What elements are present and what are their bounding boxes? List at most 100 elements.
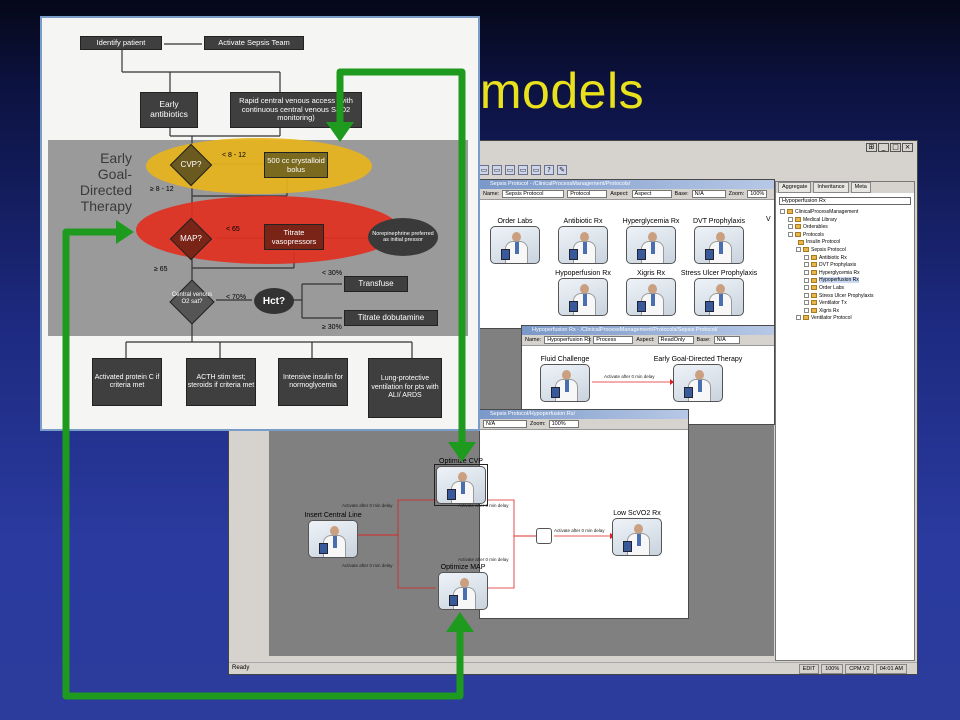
folder-icon <box>811 307 817 313</box>
zoom-select[interactable]: 100% <box>548 420 579 428</box>
tab-inheritance[interactable]: Inheritance <box>813 182 849 193</box>
status-mode: EDIT <box>798 664 820 674</box>
tree-item[interactable]: Order Labs <box>780 285 914 293</box>
minimize-icon[interactable]: _ <box>878 143 889 152</box>
folder-icon <box>798 239 804 245</box>
tree-item[interactable]: Protocols <box>780 232 914 240</box>
node-optimize-map[interactable]: Optimize MAP <box>438 564 488 610</box>
base-field[interactable]: N/A <box>713 336 740 344</box>
open-icon[interactable]: ▭ <box>492 165 502 175</box>
map-low-label: < 65 <box>226 226 240 233</box>
egdt-label: Early Goal-Directed Therapy <box>79 150 132 214</box>
node-hypoperfusion-rx[interactable]: Hypoperfusion Rx <box>555 270 611 316</box>
type-field[interactable]: Protocol <box>567 190 608 198</box>
name-field[interactable]: Hypoperfusion Rx <box>544 336 591 344</box>
folder-icon <box>811 269 817 275</box>
window-icon[interactable]: ▭ <box>518 165 528 175</box>
base-field[interactable]: N/A <box>691 190 726 198</box>
window-title: Sepsis Protocol - /ClinicalProcessManage… <box>480 180 774 189</box>
help-icon[interactable]: ? <box>544 165 554 175</box>
tree-item[interactable]: Sepsis Protocol <box>780 247 914 255</box>
tree-item[interactable]: Antibiotic Rx <box>780 255 914 263</box>
physician-icon <box>626 226 676 264</box>
status-time: 04:01 AM <box>875 664 907 674</box>
hct-node: Hct? <box>254 288 294 314</box>
node-stress-ulcer-prophylaxis[interactable]: Stress Ulcer Prophylaxis <box>681 270 757 316</box>
node-dvt-prophylaxis[interactable]: DVT Prophylaxis <box>693 218 745 264</box>
properties-bar: Name: Hypoperfusion Rx Process Aspect: R… <box>522 335 774 346</box>
titrate-dobutamine-box: Titrate dobutamine <box>344 310 438 326</box>
activate-team-box: Activate Sepsis Team <box>204 36 304 50</box>
tree-item[interactable]: Orderables <box>780 224 914 232</box>
folder-icon <box>811 277 817 283</box>
scvo2-low-label: < 70% <box>226 294 247 301</box>
tree-item[interactable]: ClinicalProcessManagement <box>780 209 914 217</box>
tree-item[interactable]: Ventilator Tx <box>780 300 914 308</box>
status-version: CPM.V2 <box>845 664 874 674</box>
tree-item[interactable]: Ventilator Protocol <box>780 315 914 323</box>
object-selector[interactable]: Hypoperfusion Rx <box>779 197 911 205</box>
name-label: Name: <box>525 337 542 343</box>
folder-icon <box>803 247 809 253</box>
hct-low-label: < 30% <box>322 270 343 277</box>
node-insert-central-line[interactable]: Insert Central Line <box>304 512 362 558</box>
aspect-label: Aspect: <box>636 337 655 343</box>
edge-label: Activate after 0 min delay <box>604 374 655 379</box>
folder-icon <box>795 224 801 230</box>
save-icon[interactable]: ▭ <box>505 165 515 175</box>
edge-label: Activate after 0 min delay <box>458 557 509 562</box>
window-icon[interactable]: ▭ <box>531 165 541 175</box>
properties-bar: N/A Zoom: 100% <box>480 419 688 430</box>
physician-icon <box>694 226 744 264</box>
tree-item[interactable]: Hypoperfusion Rx <box>780 277 914 285</box>
panel-tabs: Aggregate Inheritance Meta <box>776 182 914 193</box>
base-field[interactable]: N/A <box>483 420 527 428</box>
tab-meta[interactable]: Meta <box>850 182 871 193</box>
type-field[interactable]: Process <box>593 336 634 344</box>
tree-item[interactable]: Xigris Rx <box>780 308 914 316</box>
restore-icon[interactable]: ⊞ <box>866 143 877 152</box>
folder-icon <box>803 315 809 321</box>
toolbar: ▭ ▭ ▭ ▭ ▭ ? ✎ <box>479 163 567 177</box>
tab-aggregate[interactable]: Aggregate <box>778 182 812 193</box>
cvp-ok-label: ≥ 8 - 12 <box>150 186 174 193</box>
node-optimize-cvp[interactable]: Optimize CVP <box>434 458 488 506</box>
norepinephrine-note: Norepinephrine preferred as initial pres… <box>368 218 438 256</box>
early-antibiotics-box: Early antibiotics <box>140 92 198 128</box>
aspect-select[interactable]: Aspect <box>631 190 672 198</box>
zoom-select[interactable]: 100% <box>747 190 768 198</box>
run-icon[interactable]: ✎ <box>557 165 567 175</box>
physician-icon <box>694 278 744 316</box>
tree-item[interactable]: Insulin Protocol <box>780 239 914 247</box>
tree-item[interactable]: Stress Ulcer Prophylaxis <box>780 293 914 301</box>
node-order-labs[interactable]: Order Labs <box>490 218 540 264</box>
node-early-goal-directed-therapy[interactable]: Early Goal-Directed Therapy <box>654 356 742 402</box>
tree-item[interactable]: Hyperglycemia Rx <box>780 270 914 278</box>
hct-ok-label: ≥ 30% <box>322 324 342 331</box>
zoom-label: Zoom: <box>530 421 546 427</box>
join-gate-icon[interactable] <box>536 528 552 544</box>
tree-item[interactable]: Medical Library <box>780 217 914 225</box>
node-hyperglycemia-rx[interactable]: Hyperglycemia Rx <box>623 218 679 264</box>
edge-label: Activate after 0 min delay <box>342 563 393 568</box>
node-low-scvo2-rx[interactable]: Low ScVO2 Rx <box>612 510 662 556</box>
edge-arrow <box>592 379 674 385</box>
tree-item[interactable]: DVT Prophylaxis <box>780 262 914 270</box>
folder-icon <box>811 300 817 306</box>
explorer-panel: Aggregate Inheritance Meta Hypoperfusion… <box>775 181 915 661</box>
map-ok-label: ≥ 65 <box>154 266 168 273</box>
properties-bar: Name: Sepsis Protocol Protocol Aspect: A… <box>480 189 774 200</box>
maximize-icon[interactable]: □ <box>890 143 901 152</box>
node-fluid-challenge[interactable]: Fluid Challenge <box>540 356 590 402</box>
status-ready: Ready <box>232 665 250 671</box>
node-xigris-rx[interactable]: Xigris Rx <box>626 270 676 316</box>
name-field[interactable]: Sepsis Protocol <box>502 190 565 198</box>
titrate-vasopressors-box: Titrate vasopressors <box>264 224 324 250</box>
edge-label: Activate after 0 min delay <box>458 503 509 508</box>
node-antibiotic-rx[interactable]: Antibiotic Rx <box>558 218 608 264</box>
physician-icon <box>490 226 540 264</box>
close-icon[interactable]: × <box>902 143 913 152</box>
window-title: Hypoperfusion Rx - /ClinicalProcessManag… <box>522 326 774 335</box>
selector-value: Hypoperfusion Rx <box>782 198 826 204</box>
aspect-select[interactable]: ReadOnly <box>657 336 694 344</box>
